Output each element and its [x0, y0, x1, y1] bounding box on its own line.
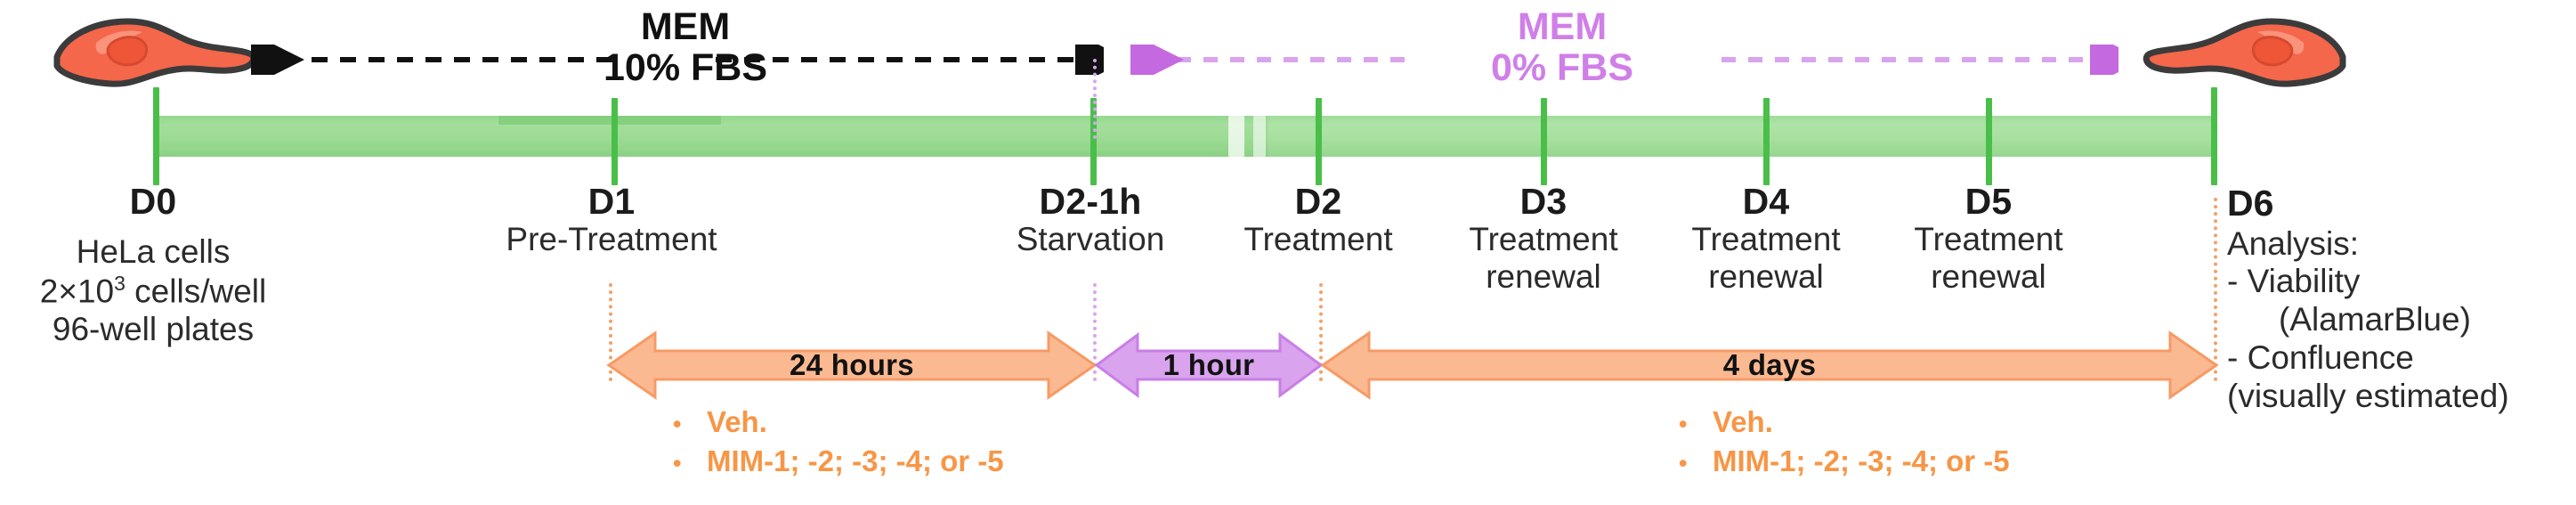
- timepoint-d2-1h-sub: Starvation: [1016, 221, 1165, 258]
- timepoint-d1: D1 Pre-Treatment: [478, 181, 745, 258]
- timeline-bar-segment-2: [1268, 116, 2217, 157]
- mem-10fbs-arrow-left: [233, 45, 616, 75]
- seeding-line-2: 2×103 cells/well: [0, 272, 306, 311]
- timepoint-d2: D2 Treatment: [1185, 181, 1452, 258]
- treatment-pre-label-0: Veh.: [707, 405, 767, 438]
- bullet-icon: •: [1679, 450, 1688, 477]
- treatment-list-pre-item-0: • Veh.: [673, 403, 1004, 442]
- tick-d2: [1316, 98, 1322, 185]
- analysis-title: Analysis:: [2227, 224, 2360, 262]
- timepoint-d3-day: D3: [1519, 181, 1567, 222]
- bullet-icon: •: [673, 411, 682, 437]
- media-post-line2: 0% FBS: [1490, 46, 1634, 90]
- duration-4-days: 4 days: [1320, 330, 2219, 400]
- tick-d6: [2211, 87, 2217, 185]
- treatment-pre-label-1: MIM-1; -2; -3; -4; or -5: [707, 444, 1004, 478]
- treatment-post-label-0: Veh.: [1713, 405, 1773, 438]
- timepoint-d0-day: D0: [129, 181, 177, 222]
- guide-line-d2: [1319, 283, 1323, 381]
- timeline-bar-gap-2: [1253, 116, 1266, 157]
- mem-0fbs-arrow-right: [1718, 45, 2118, 75]
- media-label-pre: MEM 10% FBS: [552, 6, 819, 89]
- seeding-info: HeLa cells 2×103 cells/well 96-well plat…: [0, 233, 306, 349]
- treatment-list-pre: • Veh. • MIM-1; -2; -3; -4; or -5: [673, 403, 1004, 481]
- analysis-block: D6 Analysis: - Viability (AlamarBlue) - …: [2227, 183, 2576, 416]
- timepoint-d2-day: D2: [1294, 181, 1342, 222]
- timepoint-d5-day: D5: [1964, 181, 2013, 222]
- media-label-post: MEM 0% FBS: [1415, 6, 1709, 89]
- timepoint-d2-1h: D2-1h Starvation: [957, 181, 1224, 258]
- mem-10fbs-arrow-right: [712, 45, 1104, 75]
- timepoint-d4: D4 Treatment renewal: [1632, 181, 1900, 295]
- bullet-icon: •: [673, 450, 682, 477]
- analysis-item-1b: (AlamarBlue): [2279, 301, 2471, 338]
- treatment-list-post: • Veh. • MIM-1; -2; -3; -4; or -5: [1679, 403, 2010, 481]
- timepoint-d4-sub: Treatment: [1691, 221, 1841, 258]
- timepoint-d2-1h-day: D2-1h: [1039, 181, 1142, 222]
- tick-d2-1h: [1090, 98, 1097, 185]
- treatment-list-post-item-0: • Veh.: [1679, 403, 2010, 442]
- media-post-line1: MEM: [1517, 5, 1608, 48]
- timepoint-d5-sub: Treatment: [1914, 221, 2063, 258]
- treatment-post-label-1: MIM-1; -2; -3; -4; or -5: [1713, 444, 2010, 478]
- duration-24-hours: 24 hours: [606, 330, 1098, 400]
- guide-line-d2-1h-top: [1093, 59, 1097, 139]
- media-pre-line2: 10% FBS: [603, 46, 767, 90]
- media-pre-line1: MEM: [640, 5, 731, 48]
- seeding-line-2-pre: 2×10: [39, 273, 115, 310]
- timepoint-d5: D5 Treatment renewal: [1855, 181, 2122, 295]
- timeline-bar-highlight: [498, 116, 721, 125]
- guide-line-d1: [609, 283, 612, 381]
- tick-d1: [612, 98, 618, 185]
- timepoint-d2-sub: Treatment: [1243, 221, 1393, 258]
- timepoint-d3-sub: Treatment: [1469, 221, 1618, 258]
- tick-d4: [1763, 98, 1770, 185]
- treatment-list-pre-item-1: • MIM-1; -2; -3; -4; or -5: [673, 442, 1004, 481]
- timepoint-d3: D3 Treatment renewal: [1410, 181, 1677, 295]
- seeding-line-2-sup: 3: [114, 271, 126, 295]
- tick-d5: [1986, 98, 1992, 185]
- seeding-line-3: 96-well plates: [52, 311, 255, 348]
- seeding-line-1: HeLa cells: [76, 233, 231, 270]
- timepoint-d5-sub2: renewal: [1931, 257, 2046, 295]
- seeding-line-2-post: cells/well: [125, 273, 267, 310]
- timeline-bar-gap-1: [1228, 116, 1244, 157]
- timepoint-d1-sub: Pre-Treatment: [506, 221, 717, 258]
- timepoint-d4-sub2: renewal: [1708, 257, 1824, 295]
- tick-d0: [153, 87, 159, 185]
- guide-line-d6: [2214, 198, 2217, 381]
- timepoint-d0: D0: [20, 181, 287, 222]
- analysis-item-1: - Viability: [2227, 263, 2361, 300]
- bullet-icon: •: [1679, 411, 1688, 437]
- hela-cell-icon-left: [43, 2, 265, 100]
- timepoint-d1-day: D1: [587, 181, 636, 222]
- analysis-item-2b: (visually estimated): [2227, 378, 2509, 415]
- duration-1-hour: 1 hour: [1094, 331, 1324, 399]
- hela-cell-icon-right: [2135, 2, 2357, 100]
- tick-d3: [1541, 98, 1547, 185]
- analysis-day: D6: [2227, 183, 2274, 224]
- analysis-item-2: - Confluence: [2227, 339, 2414, 377]
- treatment-list-post-item-1: • MIM-1; -2; -3; -4; or -5: [1679, 442, 2010, 481]
- mem-0fbs-arrow-left: [1114, 45, 1408, 75]
- timepoint-d4-day: D4: [1742, 181, 1790, 222]
- timepoint-d3-sub2: renewal: [1486, 257, 1601, 295]
- guide-line-d2-1h-bottom: [1093, 283, 1097, 381]
